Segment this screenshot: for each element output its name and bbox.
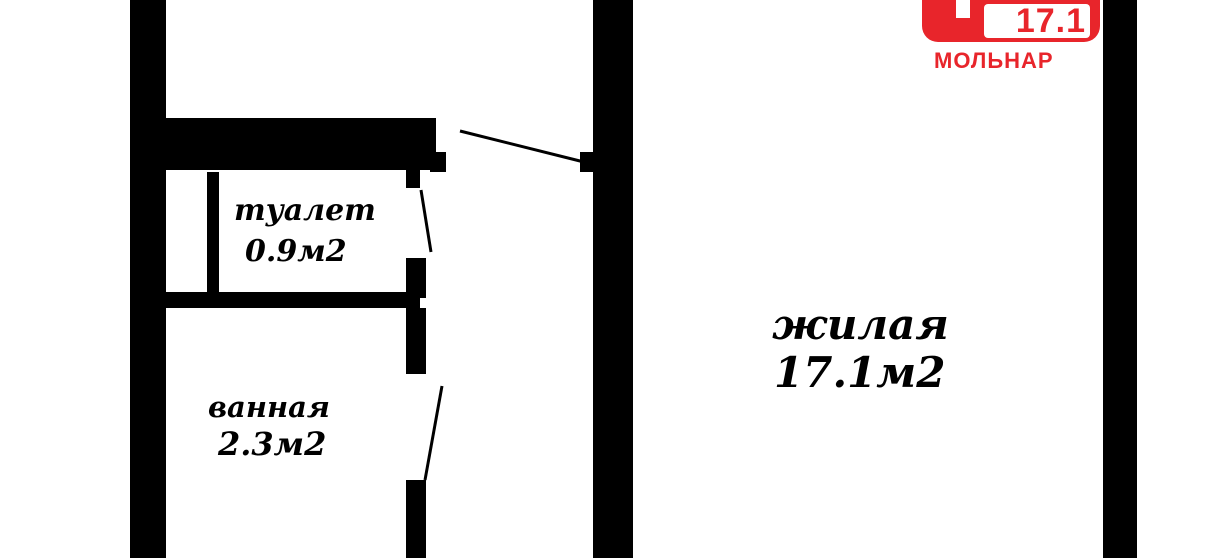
toilet-name-label: туалет [234, 193, 376, 228]
agency-logo: 17.1 МОЛЬНАР [918, 0, 1104, 80]
bath-area-label: 2.3м2 [218, 425, 327, 463]
toilet-area-label: 0.9м2 [245, 234, 347, 269]
logo-number-box [984, 4, 1090, 38]
door-jamb-center [580, 152, 596, 172]
logo-notch [956, 0, 970, 18]
bath-name-label: ванная [208, 390, 330, 424]
toilet-door-line [419, 189, 433, 253]
toilet-inner-wall [207, 172, 219, 294]
logo-badge: 17.1 [922, 0, 1100, 42]
logo-number: 17.1 [1015, 2, 1086, 40]
bath-door-line [423, 385, 444, 481]
toilet-jamb-upper [406, 168, 420, 188]
bathroom-block-top-wall [166, 118, 436, 170]
toilet-bath-divider-wall [166, 292, 420, 308]
living-area-label: 17.1м2 [774, 348, 946, 397]
outer-wall-left [130, 0, 166, 558]
outer-wall-right [1103, 0, 1137, 558]
door-jamb-top [430, 152, 446, 172]
toilet-jamb-lower [406, 258, 426, 298]
bath-wall-upper [406, 308, 426, 374]
logo-name: МОЛЬНАР [934, 48, 1054, 73]
entry-door-line [459, 129, 585, 164]
living-name-label: жилая [772, 300, 949, 349]
bath-wall-lower [406, 480, 426, 558]
partition-wall-center [593, 0, 633, 558]
